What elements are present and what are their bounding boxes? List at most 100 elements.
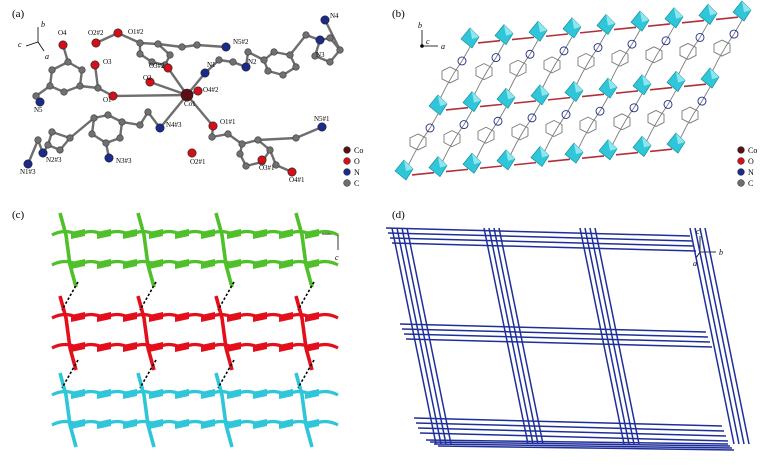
carbon-atom <box>311 52 319 60</box>
carbon-atom <box>244 48 252 56</box>
ligand-strand <box>575 33 607 86</box>
layer-ring <box>175 312 189 322</box>
panel-b-label: (b) <box>392 8 405 20</box>
legend-label: N <box>354 168 360 177</box>
legend-swatch-c <box>737 179 745 187</box>
atom-o <box>163 63 173 73</box>
benzene-ring <box>441 66 459 84</box>
axis-a-arrow <box>37 41 45 52</box>
carboxylate-link <box>547 158 571 163</box>
layer-chain <box>51 419 339 427</box>
net-edge <box>385 227 691 237</box>
ligand-strand <box>611 93 643 147</box>
ligand-strand <box>473 43 505 96</box>
net-edge <box>405 338 713 348</box>
imidazole-ring <box>459 120 469 130</box>
layer-ring <box>227 419 241 429</box>
atom-label: O1 <box>103 96 112 104</box>
ligand-strand <box>407 113 439 167</box>
carbon-atom <box>144 108 152 116</box>
carbon-atom <box>264 67 272 75</box>
legend-swatch-n <box>343 168 351 176</box>
ligand-strand <box>679 86 711 140</box>
layer-ring <box>305 419 319 429</box>
layer-ring <box>305 342 319 352</box>
layer-ring <box>305 389 319 399</box>
layer-ring <box>97 259 111 269</box>
carbon-atom <box>224 130 232 138</box>
carboxylate-link <box>445 106 469 111</box>
layer-ring <box>175 419 189 429</box>
polyhedron-face <box>506 88 515 100</box>
carbon-atom <box>102 139 110 147</box>
layer-ring <box>97 229 111 239</box>
net-edge <box>498 227 544 445</box>
layer-ring <box>71 342 85 352</box>
polyhedron-face <box>472 91 481 103</box>
carboxylate-link <box>479 103 503 108</box>
layer-ring <box>305 259 319 269</box>
net-edge <box>413 417 723 427</box>
atom-o <box>145 77 155 87</box>
layer-ring <box>279 312 293 322</box>
polyhedron-face <box>438 94 447 106</box>
layer-chain <box>51 312 339 320</box>
carbon-atom <box>326 34 334 42</box>
layer-pillar <box>58 295 78 371</box>
carbon-atom <box>78 66 86 74</box>
atom-label: N5#1 <box>314 115 330 123</box>
hydrogen-bond <box>297 281 315 311</box>
axis-c-arrow <box>25 41 39 47</box>
benzene-ring <box>681 106 699 124</box>
layer-ring <box>97 342 111 352</box>
axis-c-label: c <box>696 227 700 236</box>
imidazole-ring <box>595 106 605 116</box>
carboxylate-link <box>615 90 639 94</box>
axis-b-label: b <box>719 248 723 257</box>
layer-ring <box>253 229 267 239</box>
carbon-atom <box>116 134 124 142</box>
atom-n <box>315 35 325 45</box>
layer-ring <box>305 229 319 239</box>
atom-label: O3#2 <box>149 62 165 70</box>
carbon-atom <box>136 50 144 58</box>
layer-pillar <box>214 212 234 288</box>
ligand-strand <box>609 29 641 83</box>
hydrogen-bond <box>217 359 235 389</box>
carbon-atom <box>48 128 56 136</box>
panel-c-layers <box>51 212 339 448</box>
panel-b-coordination-polyhedra <box>394 0 752 181</box>
imidazole-ring <box>729 29 739 39</box>
benzene-ring <box>647 109 665 127</box>
layer-pillar <box>136 295 156 371</box>
net-edge <box>391 242 697 252</box>
carbon-atom <box>286 51 294 59</box>
layer-ring <box>97 419 111 429</box>
carboxylate-link <box>513 161 537 166</box>
atom-n <box>200 68 210 78</box>
atom-o <box>208 121 218 131</box>
imidazole-ring <box>697 96 707 106</box>
polyhedron-face <box>470 27 479 39</box>
layer-ring <box>279 419 293 429</box>
layer-chain <box>51 389 339 397</box>
layer-ring <box>123 419 137 429</box>
carbon-atom <box>302 31 310 39</box>
benzene-ring <box>477 126 495 144</box>
legend-label: O <box>354 157 360 166</box>
carboxylate-link <box>511 36 535 41</box>
layer-ring <box>201 389 215 399</box>
atom-label: O3 <box>103 58 112 66</box>
atom-co <box>180 88 194 102</box>
legend-swatch-n <box>737 168 745 176</box>
layer-ring <box>71 312 85 322</box>
layer-pillar <box>58 372 78 448</box>
panel-c-layer-stacking: (c) b c <box>12 209 339 448</box>
polyhedron-face <box>608 78 617 90</box>
panel-c-label: (c) <box>12 209 25 221</box>
ligand-strand <box>475 107 507 160</box>
layer-ring <box>253 419 267 429</box>
axis-b-label: b <box>41 20 45 29</box>
legend-swatch-co <box>343 146 351 154</box>
